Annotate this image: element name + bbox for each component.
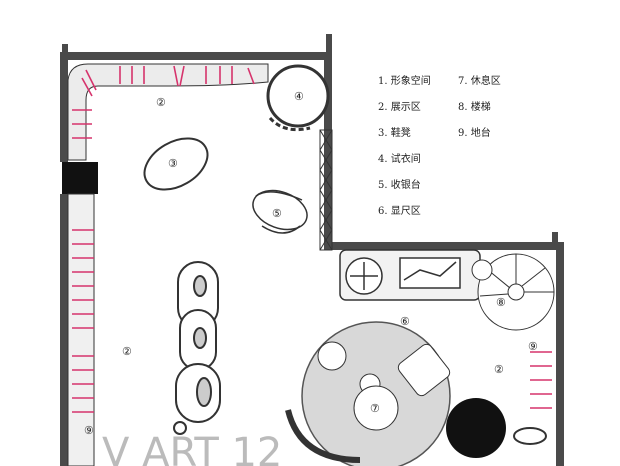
marker-display-area: ② bbox=[156, 96, 166, 109]
marker-stair: ⑧ bbox=[496, 296, 506, 309]
marker-platform: ⑨ bbox=[84, 424, 94, 437]
markers: ② ③ ④ ⑤ ② ⑥ ⑦ ⑧ ⑨ ② ⑨ bbox=[84, 90, 538, 437]
legend-item-9: 9. 地台 bbox=[458, 128, 491, 139]
clothing-racks bbox=[72, 65, 552, 413]
legend-item-4: 4. 试衣间 bbox=[378, 154, 421, 165]
cashier-desk bbox=[252, 189, 308, 234]
marker-fitting-room: ④ bbox=[294, 90, 304, 103]
marker-display-area: ② bbox=[494, 363, 504, 376]
entrance-block bbox=[62, 162, 98, 194]
spiral-stair bbox=[471, 253, 555, 331]
fitting-room bbox=[266, 64, 330, 132]
walls bbox=[60, 34, 564, 466]
lounge-area bbox=[285, 321, 547, 466]
marker-platform: ⑨ bbox=[528, 340, 538, 353]
marker-mirror-zone: ⑥ bbox=[400, 315, 410, 328]
legend: 1. 形象空间 2. 展示区 3. 鞋凳 4. 试衣间 5. 收银台 6. 显尺… bbox=[378, 72, 598, 222]
legend-item-8: 8. 楼梯 bbox=[458, 102, 491, 113]
legend-item-5: 5. 收银台 bbox=[378, 180, 421, 191]
shoe-stool bbox=[143, 137, 209, 191]
left-display-cabinet bbox=[67, 193, 95, 466]
marker-display-area: ② bbox=[122, 345, 132, 358]
legend-item-2: 2. 展示区 bbox=[378, 102, 421, 113]
marker-cashier: ⑤ bbox=[272, 207, 282, 220]
legend-item-7: 7. 休息区 bbox=[458, 76, 501, 87]
display-islands bbox=[173, 261, 221, 435]
marker-shoe-stool: ③ bbox=[168, 157, 178, 170]
marker-lounge: ⑦ bbox=[370, 402, 380, 415]
legend-item-6: 6. 显尺区 bbox=[378, 206, 421, 217]
legend-item-1: 1. 形象空间 bbox=[378, 76, 431, 87]
legend-item-3: 3. 鞋凳 bbox=[378, 128, 411, 139]
truss bbox=[319, 129, 333, 251]
niche-cabinet bbox=[339, 249, 481, 301]
watermark: V ART 12 bbox=[102, 430, 282, 466]
